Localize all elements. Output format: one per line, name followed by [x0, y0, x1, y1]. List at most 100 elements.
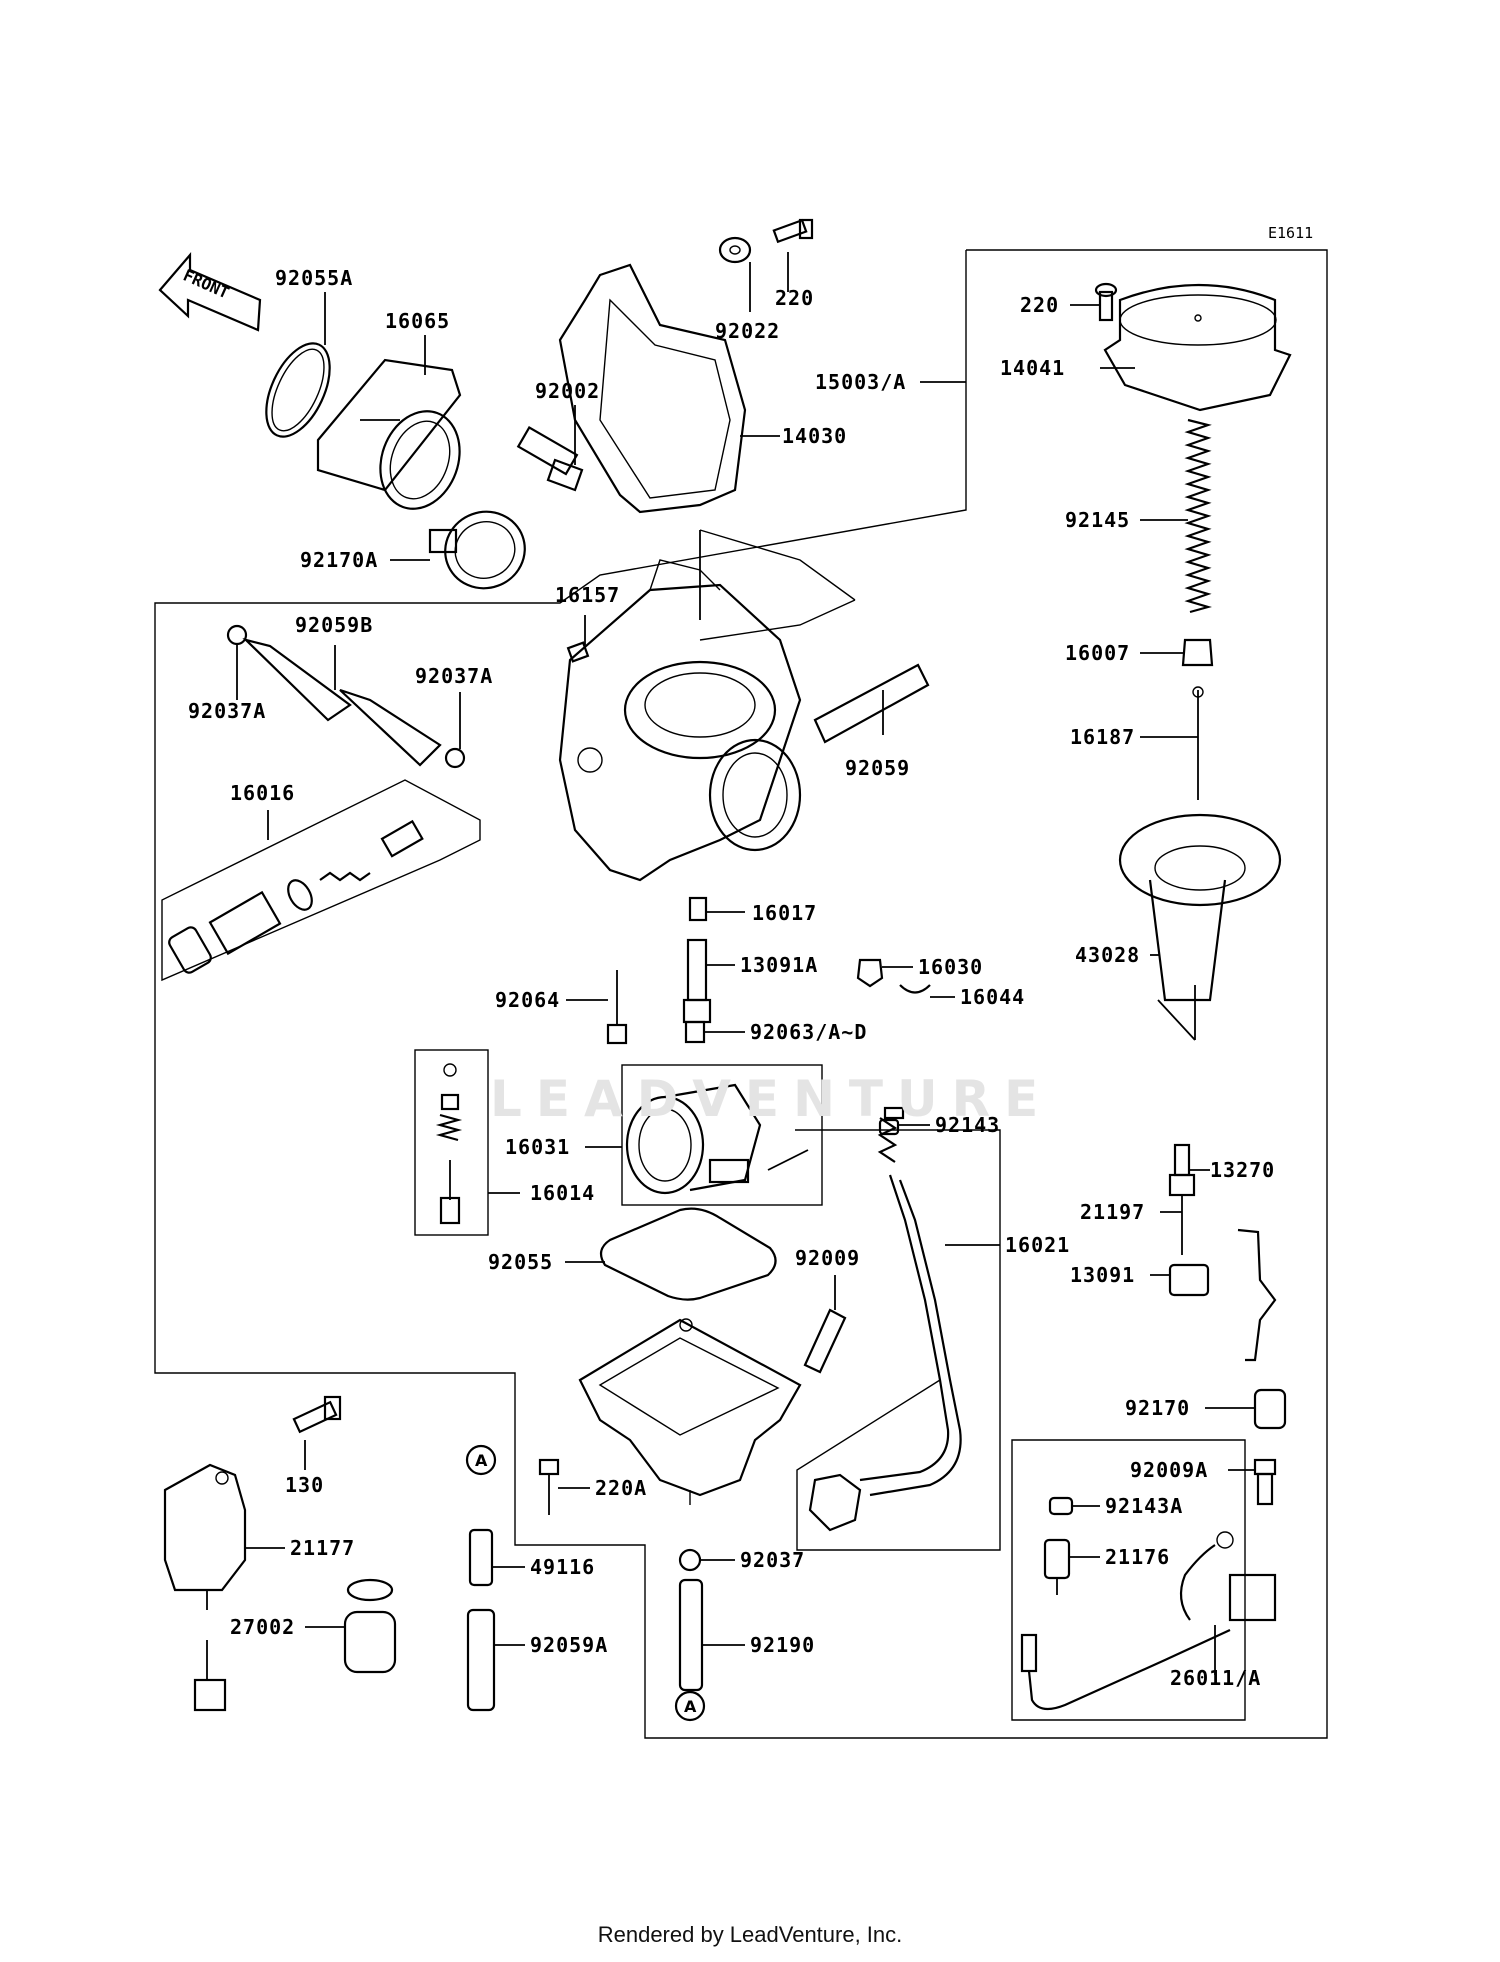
diaphragm-43028: [1118, 813, 1282, 1041]
part-label: 92022: [715, 319, 780, 343]
plug-16157: [566, 641, 590, 663]
part-label: 49116: [530, 1555, 595, 1579]
part-label: 16014: [530, 1181, 595, 1205]
carburetor-body: [558, 529, 856, 882]
part-label: 14030: [782, 424, 847, 448]
part-label: 92037A: [415, 664, 493, 688]
callout-a-bottom: A: [674, 1690, 706, 1722]
part-label: 16017: [752, 901, 817, 925]
nozzle-13091a: [682, 938, 712, 1024]
sensor-21197: [1168, 1143, 1196, 1255]
intake-holder-16065: [316, 358, 462, 510]
top-cover-14041: [1103, 283, 1292, 412]
part-label: 92009: [795, 1246, 860, 1270]
part-label: 92190: [750, 1633, 815, 1657]
screw-220-right: [1094, 282, 1118, 322]
heater-box: [1011, 1439, 1246, 1721]
fitting-49116: [468, 1528, 494, 1587]
part-label: 92143: [935, 1113, 1000, 1137]
clamp-13091: [1168, 1263, 1210, 1297]
part-label: 16187: [1070, 725, 1135, 749]
choke-cable-16021: [808, 1106, 962, 1532]
cover-14030: [558, 263, 747, 514]
part-label: 92059A: [530, 1633, 608, 1657]
tube-92059a: [466, 1608, 496, 1712]
tube-92190: [678, 1578, 704, 1692]
part-label: 92009A: [1130, 1458, 1208, 1482]
assembly-boundary: [154, 249, 1328, 1739]
part-label: 92055A: [275, 266, 353, 290]
part-label: 26011/A: [1170, 1666, 1261, 1690]
module-21177: [163, 1463, 247, 1712]
washer-92022: [718, 236, 752, 264]
footer-credit: Rendered by LeadVenture, Inc.: [597, 1922, 903, 1947]
screw-220-top: [772, 218, 814, 244]
bracket-13270: [1237, 1228, 1287, 1430]
part-label: 15003/A: [815, 370, 906, 394]
part-label: 16044: [960, 985, 1025, 1009]
needle-jet-box: [414, 1049, 489, 1236]
pilot-screw-16016: [168, 819, 424, 974]
jet-needle-16187: [1192, 686, 1204, 800]
part-label: 27002: [230, 1615, 295, 1639]
svg-text:A: A: [684, 1697, 697, 1716]
clip-92037a-right: [444, 747, 466, 769]
part-labels: 92055A 16065 92002 220 92022 14030 15003…: [188, 266, 1275, 1690]
part-label: 16157: [555, 583, 620, 607]
screw-92009a: [1253, 1458, 1277, 1506]
front-label: FRONT: [180, 266, 232, 303]
washer-92143a: [1048, 1496, 1074, 1516]
part-label: 130: [285, 1473, 324, 1497]
pilot-jet-16014: [435, 1063, 463, 1225]
part-label: 92055: [488, 1250, 553, 1274]
front-arrow-icon: FRONT: [158, 252, 262, 332]
part-label: 92059B: [295, 613, 373, 637]
part-label: 92143A: [1105, 1494, 1183, 1518]
throttle-sensor-16031: [625, 1083, 809, 1195]
gasket-92055: [599, 1207, 777, 1301]
float-pin-16030: [856, 958, 884, 988]
o-ring-92055a: [265, 342, 331, 438]
part-label: 14041: [1000, 356, 1065, 380]
drain-screw-92009: [803, 1308, 847, 1374]
plug-92063: [684, 1020, 706, 1044]
part-label: 92002: [535, 379, 600, 403]
switch-27002: [343, 1578, 397, 1674]
clip-16044: [899, 984, 931, 994]
part-label: 21177: [290, 1536, 355, 1560]
part-label: 13270: [1210, 1158, 1275, 1182]
part-label: 92064: [495, 988, 560, 1012]
part-label: 21197: [1080, 1200, 1145, 1224]
float-bowl: [578, 1318, 802, 1505]
callout-a-top: A: [465, 1444, 497, 1476]
jet-16017: [688, 896, 708, 922]
plug-92143: [878, 1118, 900, 1136]
part-label: 13091: [1070, 1263, 1135, 1287]
harness-26011a: [1020, 1531, 1277, 1711]
choke-cable-box: [795, 1129, 1001, 1551]
spring-92145: [1184, 418, 1212, 614]
part-label: 16007: [1065, 641, 1130, 665]
part-label: 92170: [1125, 1396, 1190, 1420]
part-label: 92170A: [300, 548, 378, 572]
part-label: 16030: [918, 955, 983, 979]
bolt-92002: [516, 425, 584, 492]
part-label: 220: [775, 286, 814, 310]
switch-21176: [1043, 1538, 1071, 1595]
diagram-id: E1611: [1268, 224, 1313, 242]
screw-220a: [538, 1458, 560, 1515]
part-label: 92037A: [188, 699, 266, 723]
part-label: 92059: [845, 756, 910, 780]
clamp-92170a: [428, 510, 526, 590]
leader-lines: [236, 252, 1255, 1675]
part-label: 16021: [1005, 1233, 1070, 1257]
screw-92064: [606, 970, 628, 1045]
part-label: 220: [1020, 293, 1059, 317]
needle-holder-16007: [1181, 638, 1214, 667]
tube-92059b: [242, 637, 442, 767]
part-label: 43028: [1075, 943, 1140, 967]
tube-92059: [813, 663, 930, 744]
part-label: 16065: [385, 309, 450, 333]
svg-text:A: A: [475, 1451, 488, 1470]
